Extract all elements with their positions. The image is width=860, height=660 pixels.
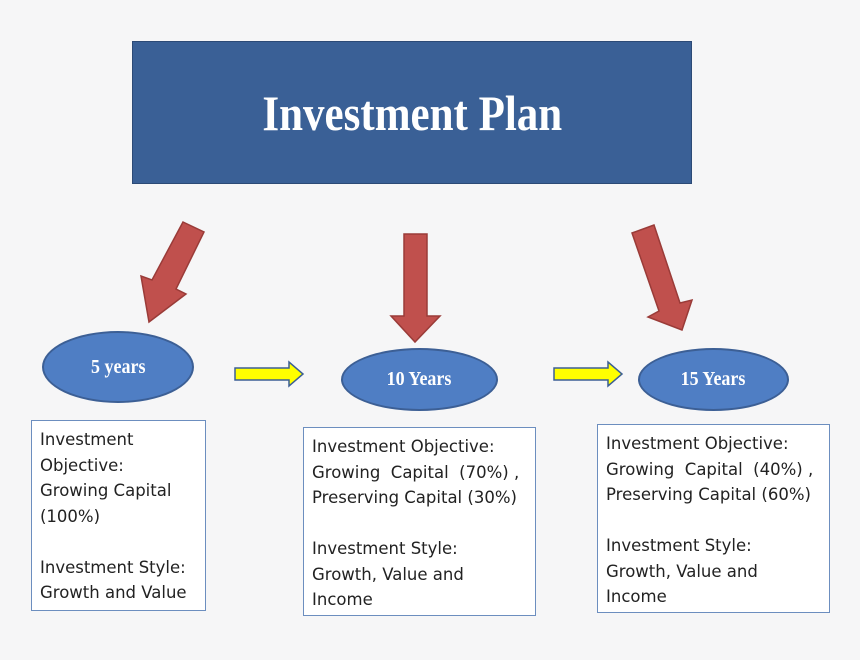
right-arrow-2 — [553, 360, 624, 388]
objective-line: Investment — [40, 430, 134, 449]
objective-line: Growing Capital (40%) , — [606, 459, 814, 479]
right-arrow-1 — [234, 360, 305, 388]
stage-label: 5 years — [90, 355, 146, 378]
down-arrow-1 — [140, 221, 206, 324]
stage-label: 10 Years — [387, 368, 452, 390]
down-arrow-3 — [631, 224, 694, 331]
objective-line: Growing Capital (70%) , — [312, 462, 520, 482]
objective-line: Growing Capital — [40, 481, 172, 500]
spacer — [312, 511, 527, 537]
style-line: Income — [606, 587, 667, 606]
objective-line: Investment Objective: — [312, 437, 495, 456]
objective-line: Investment Objective: — [606, 434, 789, 453]
style-line: Investment Style: — [40, 557, 186, 577]
stage-ellipse-5-years: 5 years — [42, 331, 194, 403]
stage-ellipse-15-years: 15 Years — [638, 348, 789, 411]
spacer — [40, 529, 197, 555]
diagram-title: Investment Plan — [262, 84, 562, 141]
objective-line: Objective: — [40, 455, 124, 475]
style-line: Investment Style: — [312, 539, 458, 558]
objective-line: (100%) — [40, 506, 101, 526]
stage-info-box-15-years: Investment Objective: Growing Capital (4… — [597, 424, 830, 613]
title-box: Investment Plan — [132, 41, 692, 184]
style-line: Growth, Value and — [312, 564, 464, 584]
spacer — [606, 508, 821, 534]
style-line: Income — [312, 590, 373, 609]
style-line: Growth, Value and — [606, 561, 758, 581]
stage-info-box-5-years: Investment Objective: Growing Capital (1… — [31, 420, 206, 611]
objective-line: Preserving Capital (60%) — [606, 485, 811, 504]
stage-info-box-10-years: Investment Objective: Growing Capital (7… — [303, 427, 536, 616]
objective-line: Preserving Capital (30%) — [312, 488, 517, 507]
stage-label: 15 Years — [681, 368, 746, 390]
style-line: Investment Style: — [606, 536, 752, 555]
down-arrow-2 — [389, 233, 442, 344]
stage-ellipse-10-years: 10 Years — [341, 348, 498, 411]
style-line: Growth and Value — [40, 583, 187, 602]
